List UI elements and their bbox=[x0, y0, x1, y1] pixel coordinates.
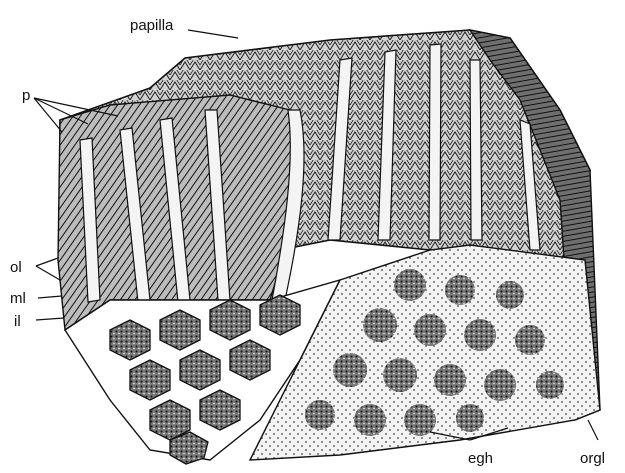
label-orgl: orgl bbox=[580, 450, 605, 467]
label-il: il bbox=[14, 313, 21, 330]
label-papilla: papilla bbox=[130, 17, 174, 34]
label-ol: ol bbox=[10, 259, 22, 276]
label-p: p bbox=[22, 87, 30, 104]
label-egh: egh bbox=[468, 450, 493, 467]
label-ml: ml bbox=[10, 290, 26, 307]
